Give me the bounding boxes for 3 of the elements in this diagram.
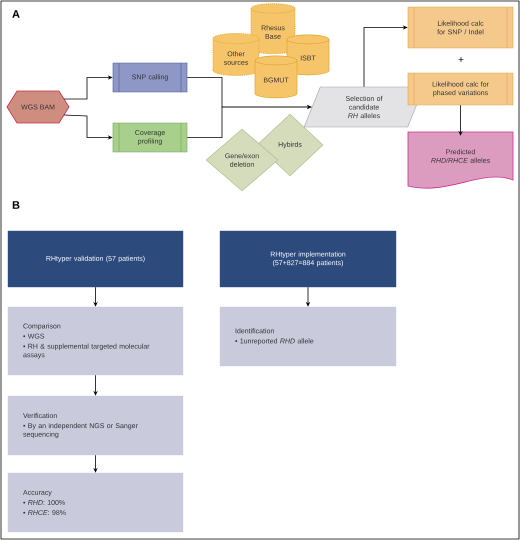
plus-sign: +: [458, 57, 464, 62]
panel-letter: B: [12, 201, 20, 209]
panel-letter: A: [12, 10, 20, 18]
